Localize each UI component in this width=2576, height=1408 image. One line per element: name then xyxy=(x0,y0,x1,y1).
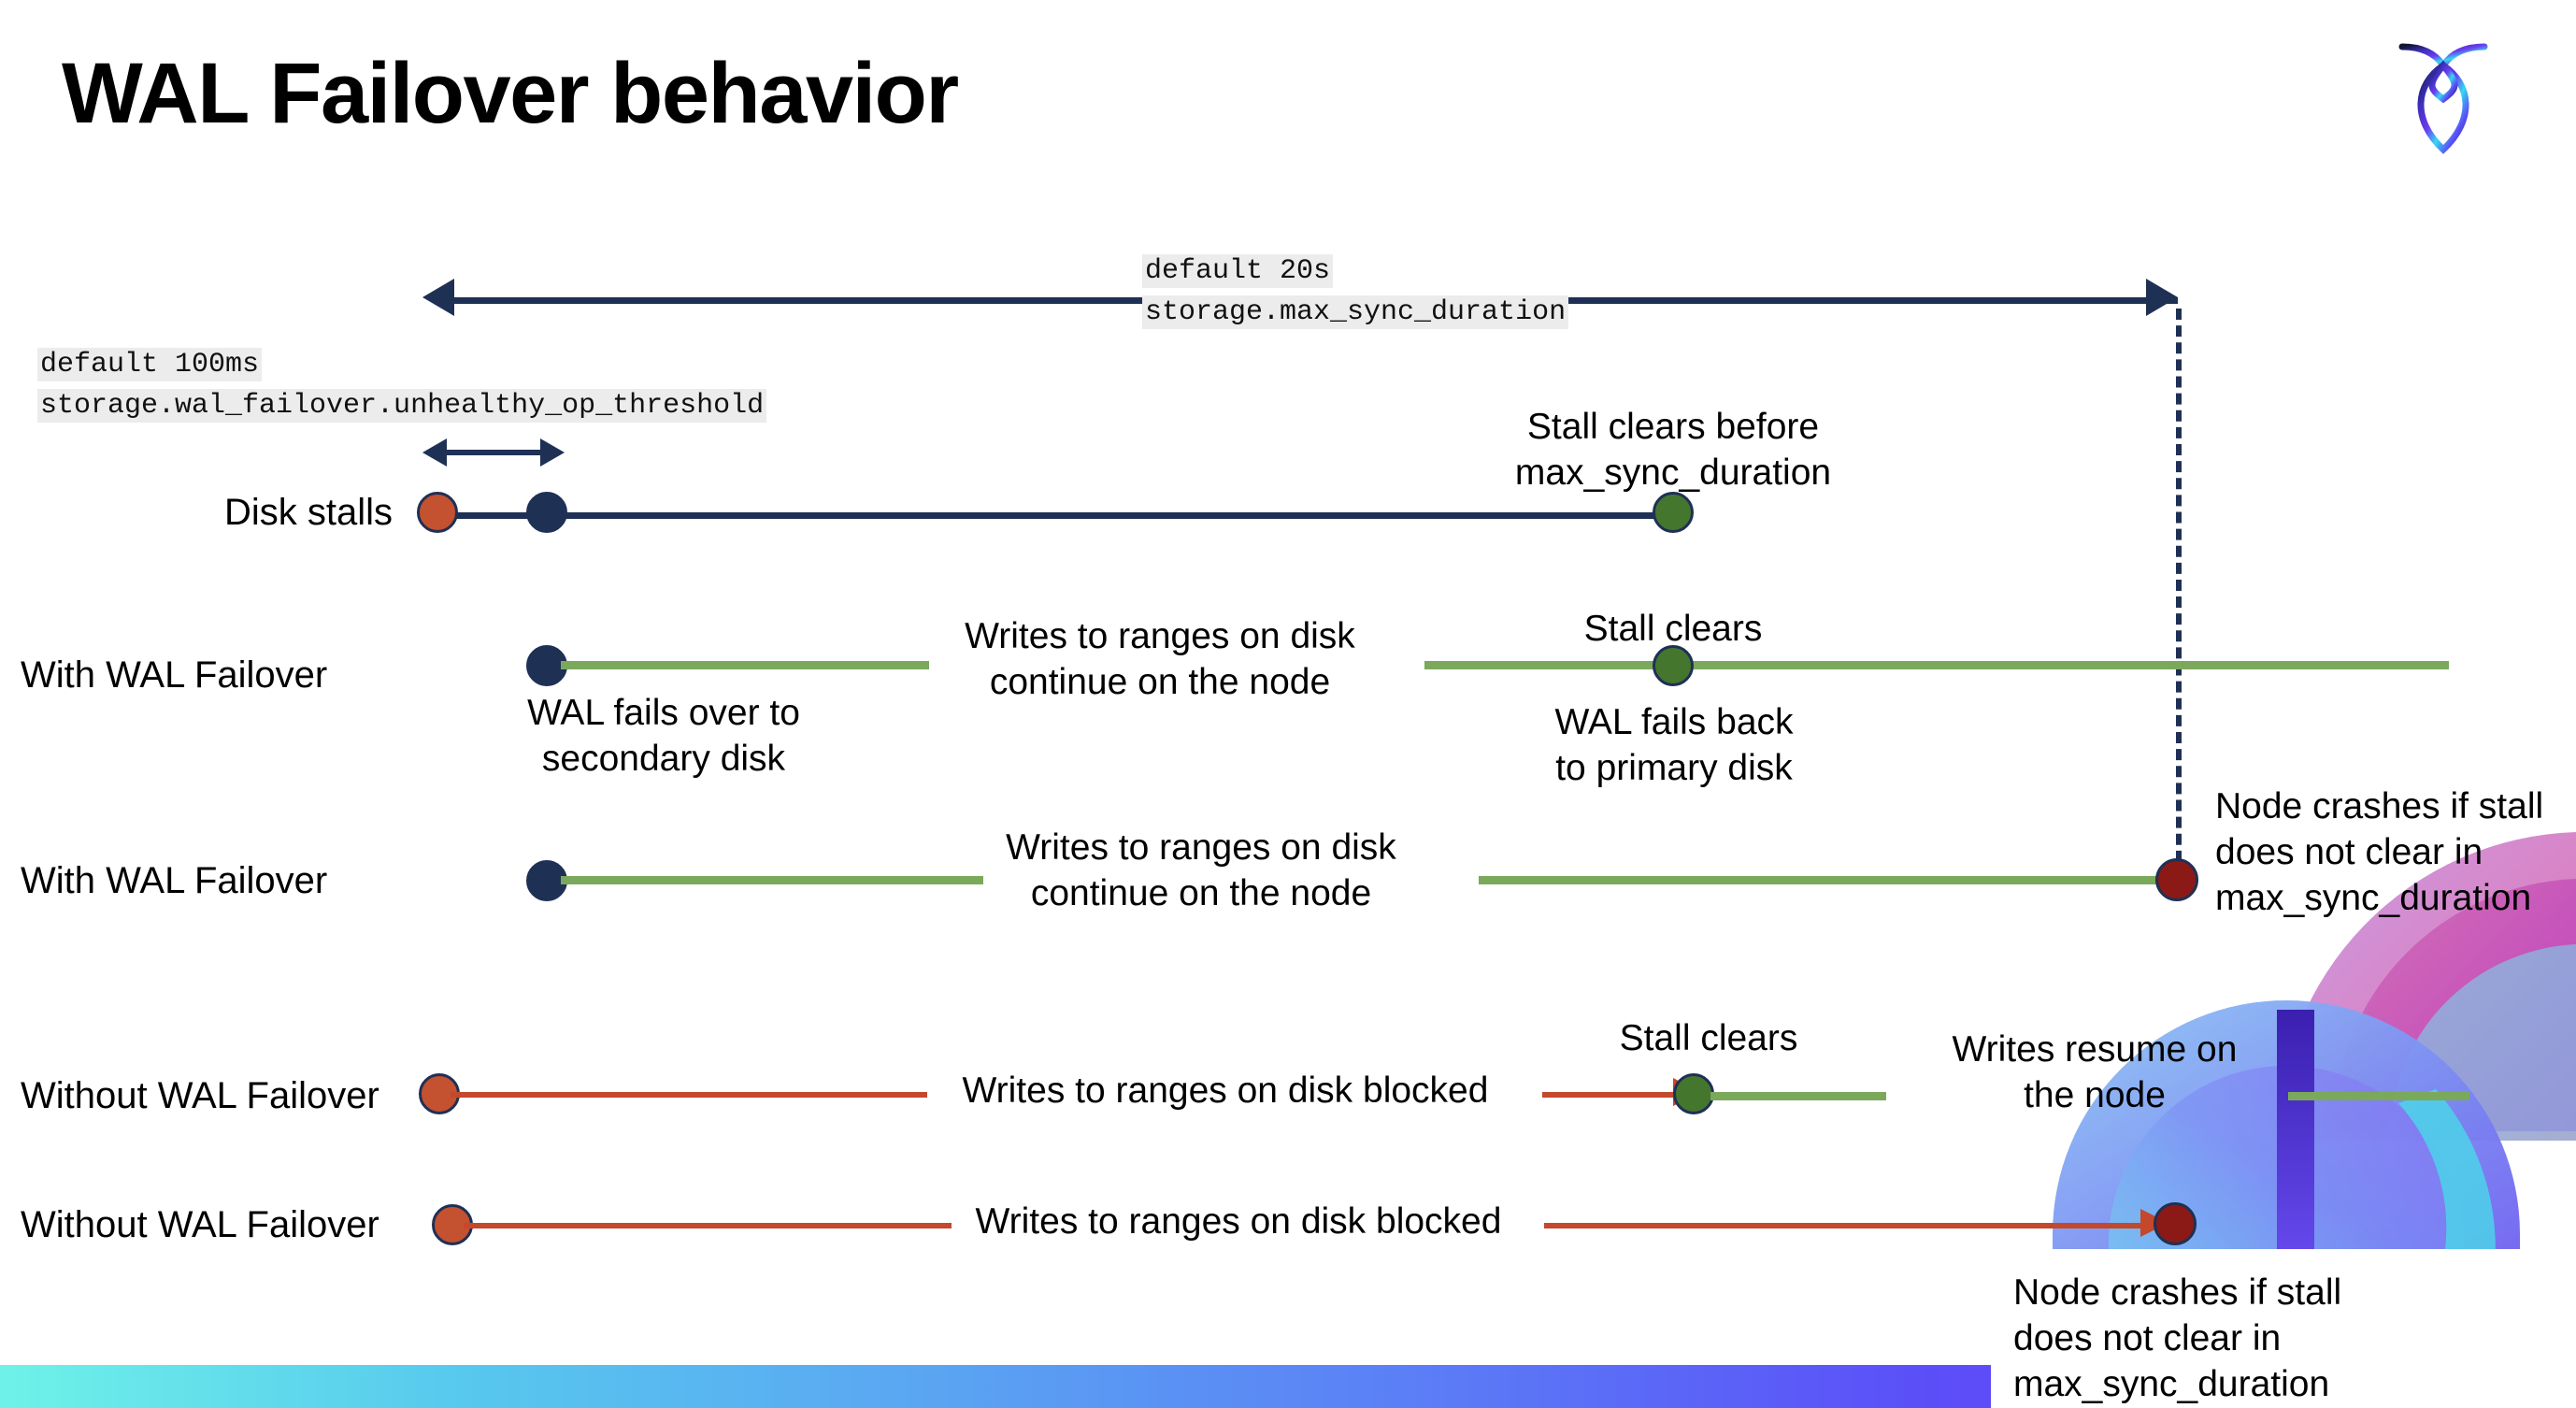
wal-failover-segment-1a xyxy=(561,661,929,669)
max-sync-span-left-arrowhead xyxy=(422,279,454,316)
disk-stalls-start-marker xyxy=(417,492,458,533)
max-sync-duration-annotation: default 20s storage.max_sync_duration xyxy=(1142,251,1569,333)
max-sync-span-right-arrowhead xyxy=(2146,279,2178,316)
without-failover-blocked-segment-2b xyxy=(1544,1223,2152,1228)
max-sync-dashed-dropline xyxy=(2176,309,2182,879)
note-writes-blocked-2: Writes to ranges on disk blocked xyxy=(975,1201,1502,1242)
row-label-without-wal-failover-2: Without WAL Failover xyxy=(21,1204,379,1245)
wal-failover-start-marker-2 xyxy=(526,860,567,901)
note-stall-clears-2: Stall clears xyxy=(1619,1018,1798,1058)
disk-stalls-failover-marker xyxy=(526,492,567,533)
max-sync-setting-name: storage.max_sync_duration xyxy=(1142,295,1569,329)
disk-stalls-clear-marker xyxy=(1653,492,1694,533)
note-writes-continue-1: Writes to ranges on disk continue on the… xyxy=(965,616,1355,702)
note-stall-clears-before: Stall clears before max_sync_duration xyxy=(1514,407,1832,493)
unhealthy-op-threshold-span-line xyxy=(447,450,540,455)
unhealthy-op-default-value: default 100ms xyxy=(37,348,263,381)
without-failover-blocked-segment-2a xyxy=(464,1223,952,1228)
wal-failover-crash-marker xyxy=(2155,858,2198,901)
without-failover-blocked-segment-1a xyxy=(451,1092,927,1098)
without-failover-blocked-segment-1b xyxy=(1542,1092,1684,1098)
unhealthy-op-left-arrowhead xyxy=(422,438,447,467)
without-failover-resume-segment-1a xyxy=(1710,1092,1886,1100)
unhealthy-op-right-arrowhead xyxy=(540,438,565,467)
note-writes-blocked-1: Writes to ranges on disk blocked xyxy=(962,1070,1489,1111)
wal-failover-segment-2a xyxy=(561,876,983,884)
without-failover-stall-clear-marker xyxy=(1673,1073,1714,1114)
max-sync-default-value: default 20s xyxy=(1142,254,1334,288)
cockroachdb-logo-icon xyxy=(2391,30,2496,159)
unhealthy-op-threshold-annotation: default 100ms storage.wal_failover.unhea… xyxy=(37,344,767,426)
row-label-disk-stalls: Disk stalls xyxy=(223,492,393,533)
row-label-without-wal-failover-1: Without WAL Failover xyxy=(21,1075,379,1116)
row-label-with-wal-failover-1: With WAL Failover xyxy=(21,654,328,696)
wal-failover-segment-2b xyxy=(1479,876,2189,884)
note-writes-continue-2: Writes to ranges on disk continue on the… xyxy=(1006,827,1396,913)
note-stall-clears-1: Stall clears xyxy=(1583,609,1763,649)
note-writes-resume: Writes resume on the node xyxy=(1952,1029,2238,1115)
page-title: WAL Failover behavior xyxy=(62,46,959,141)
node-crash-callout-card: Node crashes if stall does not clear in … xyxy=(1991,1249,2576,1408)
unhealthy-op-setting-name: storage.wal_failover.unhealthy_op_thresh… xyxy=(37,389,767,423)
note-wal-fails-over: WAL fails over to secondary disk xyxy=(527,693,800,779)
wal-failover-segment-1b xyxy=(1424,661,2449,669)
wal-failover-stall-clear-marker-1 xyxy=(1653,645,1694,686)
without-failover-crash-marker xyxy=(2154,1202,2197,1245)
note-node-crashes-1: Node crashes if stall does not clear in … xyxy=(2215,786,2544,918)
note-wal-fails-back: WAL fails back to primary disk xyxy=(1554,702,1794,788)
without-failover-resume-segment-1b xyxy=(2288,1092,2469,1100)
disk-stalls-timeline xyxy=(439,512,1682,519)
row-label-with-wal-failover-2: With WAL Failover xyxy=(21,860,328,901)
note-node-crashes-2: Node crashes if stall does not clear in … xyxy=(2013,1272,2342,1404)
